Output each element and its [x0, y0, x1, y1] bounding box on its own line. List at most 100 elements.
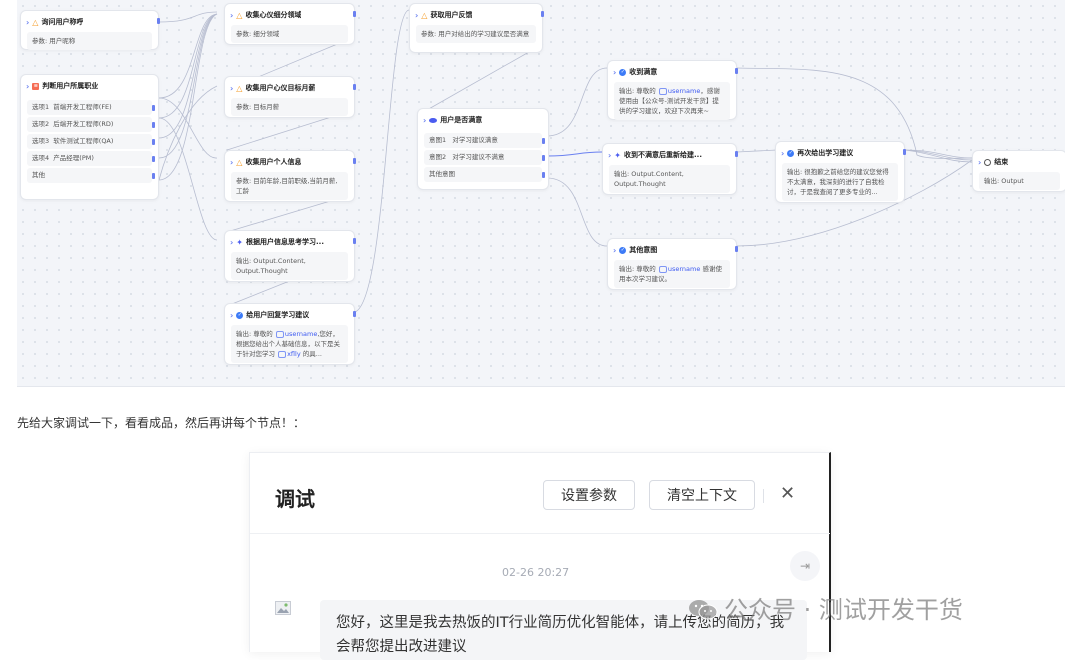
- node-params: 参数: 细分领域: [231, 25, 348, 43]
- output-port[interactable]: [903, 149, 906, 155]
- option-value: 前端开发工程师(FE): [53, 103, 112, 111]
- chevron-right-icon[interactable]: ›: [230, 157, 234, 167]
- node-title: 询问用户称呼: [41, 18, 84, 26]
- warning-triangle-icon: △: [421, 10, 428, 20]
- output-label: 输出:: [236, 330, 252, 338]
- node-title: 给用户回复学习建议: [246, 311, 310, 319]
- node-think-learning[interactable]: ›✦根据用户信息思考学习... 输出: Output.Content, Outp…: [224, 230, 356, 282]
- chevron-right-icon[interactable]: ›: [230, 237, 234, 247]
- chevron-right-icon[interactable]: ›: [415, 10, 419, 20]
- node-collect-salary[interactable]: ›△收集用户心仪目标月薪 参数: 目标月薪: [224, 76, 356, 118]
- chevron-right-icon[interactable]: ›: [608, 150, 612, 160]
- chevron-right-icon[interactable]: ›: [613, 67, 617, 77]
- chevron-right-icon[interactable]: ›: [781, 148, 785, 158]
- chevron-right-icon[interactable]: ›: [613, 245, 617, 255]
- output-port[interactable]: [542, 172, 545, 178]
- end-icon: [984, 158, 992, 166]
- output-port[interactable]: [542, 155, 545, 161]
- node-title: 收集用户心仪目标月薪: [245, 84, 316, 92]
- edge: [354, 9, 410, 313]
- output-port[interactable]: [152, 105, 155, 111]
- output-label: 输出:: [787, 168, 803, 176]
- output-port[interactable]: [735, 151, 738, 157]
- node-output: 输出: Output.Content, Output.Thought: [609, 165, 730, 193]
- option-label: 其他: [32, 171, 45, 179]
- output-port[interactable]: [152, 173, 155, 179]
- output-port[interactable]: [353, 11, 356, 17]
- set-params-button[interactable]: 设置参数: [543, 480, 635, 510]
- edge: [158, 13, 218, 181]
- edge: [546, 67, 608, 137]
- watermark: 公众号 · 测试开发干货: [688, 590, 963, 625]
- node-give-suggestion-again[interactable]: ›✓再次给出学习建议 输出: 很抱歉之前给您的建议您觉得不太满意，我深刻的进行了…: [775, 141, 906, 203]
- option-row: 选项4 产品经理(PM): [27, 151, 155, 166]
- output-port[interactable]: [735, 246, 738, 252]
- output-port[interactable]: [152, 139, 155, 145]
- message-timestamp: 02-26 20:27: [502, 566, 570, 579]
- warning-triangle-icon: △: [236, 83, 243, 93]
- variable-name: username: [284, 330, 318, 338]
- edge: [158, 13, 218, 159]
- chevron-right-icon[interactable]: ›: [230, 10, 234, 20]
- node-judge-profession[interactable]: ›≡判断用户所属职业 选项1 前端开发工程师(FE) 选项2 后端开发工程师(R…: [20, 74, 159, 200]
- param-value: 细分领域: [253, 30, 280, 38]
- option-row: 其他: [27, 168, 155, 183]
- node-output: 输出: 尊敬的 username 感谢使用本次学习建议。: [614, 260, 730, 288]
- clear-context-button[interactable]: 清空上下文: [649, 480, 755, 510]
- output-port[interactable]: [353, 311, 356, 317]
- output-label: 输出:: [614, 170, 630, 178]
- node-collect-field[interactable]: ›△收集心仪细分领域 参数: 细分领域: [224, 3, 356, 45]
- option-label: 其他意图: [429, 170, 455, 178]
- edge: [158, 97, 218, 159]
- output-text: 尊敬的: [253, 330, 273, 338]
- variable-icon: [658, 87, 667, 95]
- debug-dialog: 调试 设置参数 清空上下文 ✕ 02-26 20:27 ⇥ 您好，这里是我去热饭…: [249, 452, 831, 660]
- option-value: 对学习建议满意: [452, 136, 498, 144]
- chevron-right-icon[interactable]: ›: [26, 81, 30, 91]
- edges-layer: [158, 9, 973, 313]
- node-get-feedback[interactable]: ›△获取用户反馈 参数: 用户对给出的学习建议是否满意: [409, 3, 544, 53]
- collapse-panel-icon[interactable]: ⇥: [790, 551, 820, 581]
- output-port[interactable]: [542, 138, 545, 144]
- close-icon[interactable]: ✕: [780, 483, 796, 504]
- output-text: 的具...: [302, 350, 322, 358]
- workflow-canvas[interactable]: ›△询问用户称呼 参数: 用户昵称 ›≡判断用户所属职业 选项1 前端开发工程师…: [17, 0, 1065, 387]
- node-output: 输出: Output: [979, 172, 1060, 190]
- node-end[interactable]: ›结束 输出: Output: [972, 150, 1065, 192]
- option-label: 意图1: [429, 136, 447, 144]
- node-ask-nickname[interactable]: ›△询问用户称呼 参数: 用户昵称: [20, 10, 160, 50]
- chevron-right-icon[interactable]: ›: [978, 157, 982, 167]
- output-port[interactable]: [353, 158, 356, 164]
- output-label: 输出:: [619, 87, 635, 95]
- output-value: 很抱歉之前给您的建议您觉得不太满意，我深刻的进行了自我检讨，于是我查阅了更多专业…: [787, 168, 889, 196]
- node-user-satisfied[interactable]: ›用户是否满意 意图1 对学习建议满意 意图2 对学习建议不满意 其他意图: [417, 108, 549, 190]
- variable-name: xflly: [287, 350, 301, 358]
- node-collect-personal-info[interactable]: ›△收集用户个人信息 参数: 目前年龄,目前职级,当前月薪,工龄: [224, 150, 356, 202]
- output-port[interactable]: [353, 84, 356, 90]
- output-text: 尊敬的: [636, 265, 656, 273]
- option-label: 意图2: [429, 153, 447, 161]
- output-port[interactable]: [152, 122, 155, 128]
- chevron-right-icon[interactable]: ›: [230, 310, 234, 320]
- output-port[interactable]: [157, 18, 160, 24]
- option-value: 后端开发工程师(RD): [53, 120, 114, 128]
- node-regenerate-suggestion[interactable]: ›✦收到不满意后重新给建... 输出: Output.Content, Outp…: [602, 143, 738, 195]
- node-reply-suggestion[interactable]: ›✓给用户回复学习建议 输出: 尊敬的 username,您好，根据您给出个人基…: [224, 303, 356, 365]
- chevron-right-icon[interactable]: ›: [423, 115, 427, 125]
- output-port[interactable]: [735, 68, 738, 74]
- node-received-satisfied[interactable]: ›✓收到满意 输出: 尊敬的 username，感谢使用由【公众号-测试开发干货…: [607, 60, 738, 120]
- edge: [546, 177, 608, 247]
- edge: [158, 13, 218, 139]
- option-row: 选项2 后端开发工程师(RD): [27, 117, 155, 132]
- output-value: Output.Content, Output.Thought: [614, 170, 684, 188]
- output-port[interactable]: [353, 238, 356, 244]
- node-title: 收集用户个人信息: [245, 158, 302, 166]
- output-port[interactable]: [152, 156, 155, 162]
- chevron-right-icon[interactable]: ›: [26, 17, 30, 27]
- node-other-intent[interactable]: ›✓其他意图 输出: 尊敬的 username 感谢使用本次学习建议。: [607, 238, 738, 290]
- chevron-right-icon[interactable]: ›: [230, 83, 234, 93]
- node-title: 收到不满意后重新给建...: [624, 151, 702, 159]
- node-output: 输出: 尊敬的 username,您好，根据您给出个人基础信息，以下是关于针对您…: [231, 325, 348, 363]
- variable-icon: [658, 265, 667, 273]
- output-port[interactable]: [541, 11, 544, 17]
